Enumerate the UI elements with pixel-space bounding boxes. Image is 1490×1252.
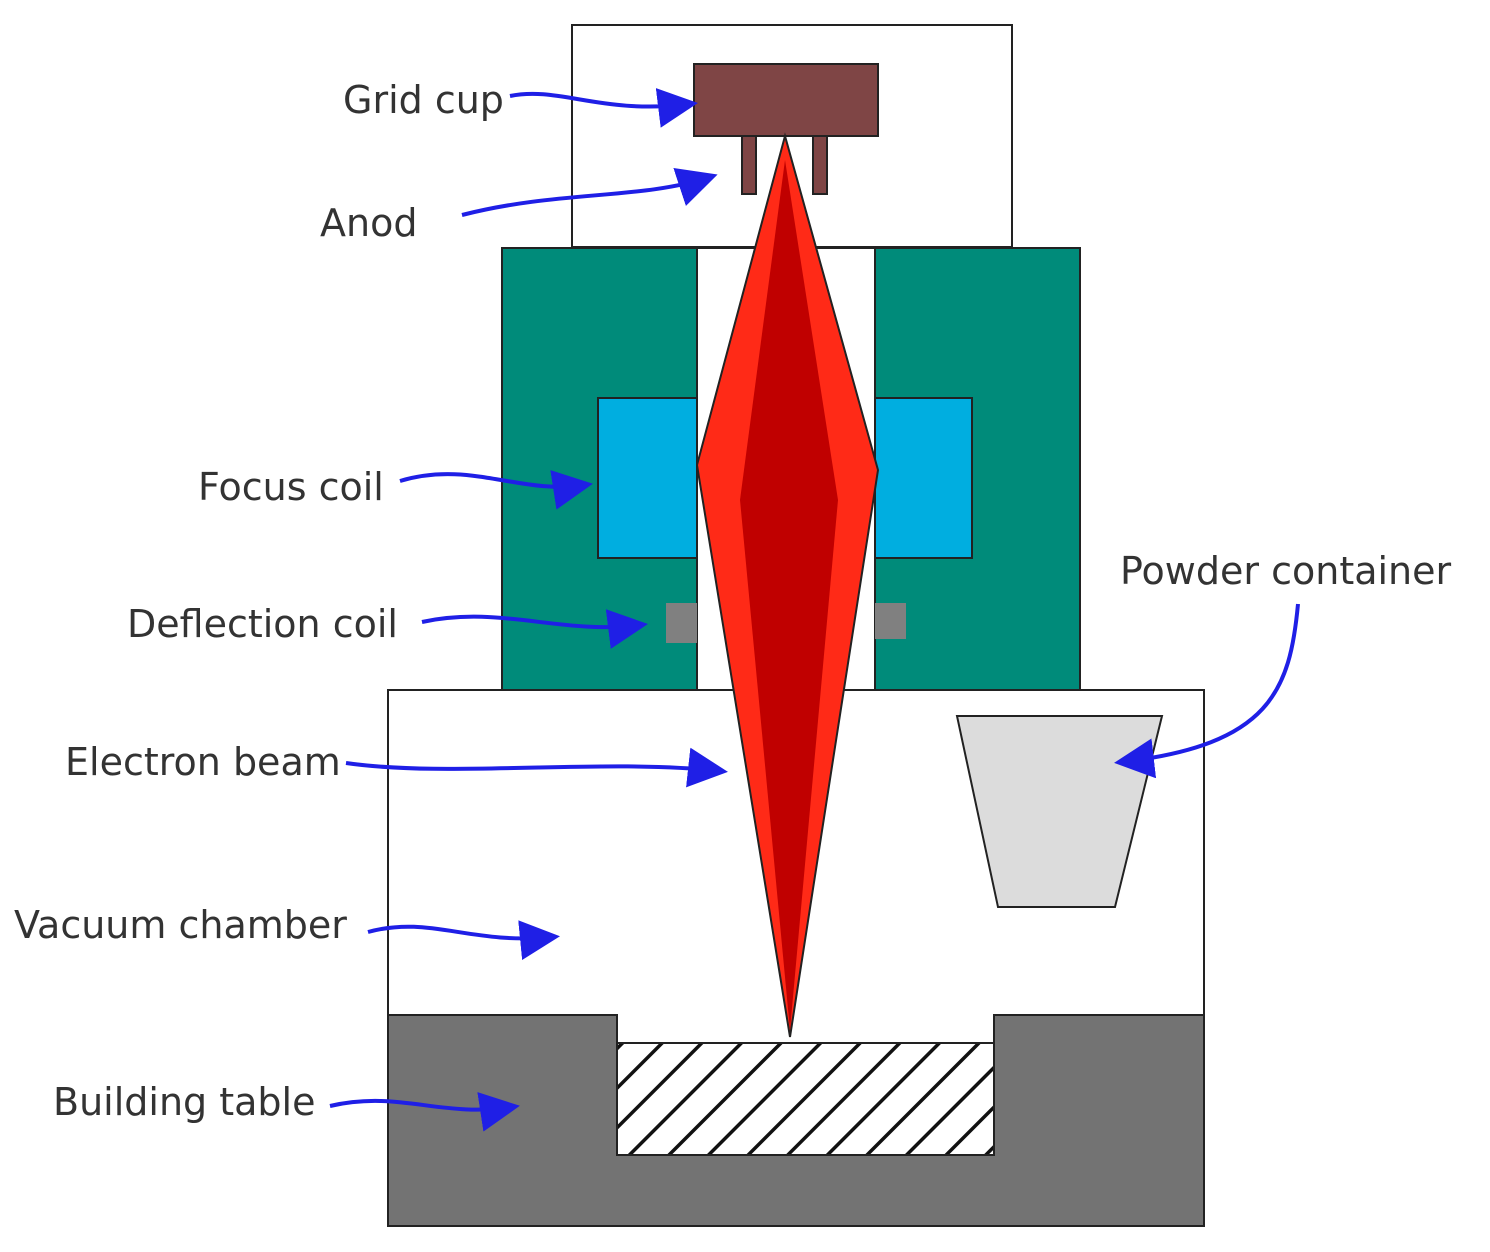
label-anode: Anod xyxy=(320,201,417,245)
grid-cup xyxy=(693,63,879,137)
focus-coil-left xyxy=(597,397,698,559)
label-focus-coil: Focus coil xyxy=(198,465,384,509)
anode-right xyxy=(812,135,828,195)
label-deflection-coil: Deflection coil xyxy=(127,602,398,646)
arrow-anode xyxy=(461,167,718,217)
arrow-vacuum-chamber xyxy=(367,920,560,961)
arrow-electron-beam xyxy=(345,747,728,788)
build-part xyxy=(616,1042,995,1156)
arrow-powder-container xyxy=(1114,603,1300,779)
powder-container xyxy=(955,715,1164,908)
label-building-table: Building table xyxy=(53,1080,315,1124)
arrow-deflection-coil xyxy=(421,609,648,649)
deflection-coil-right xyxy=(875,603,906,639)
arrow-focus-coil xyxy=(399,470,593,510)
label-grid-cup: Grid cup xyxy=(343,78,504,122)
label-powder-container: Powder container xyxy=(1120,549,1452,593)
anode-left xyxy=(741,135,757,195)
arrow-grid-cup xyxy=(509,88,698,128)
label-vacuum-chamber: Vacuum chamber xyxy=(14,903,347,947)
focus-coil-right xyxy=(874,397,973,559)
deflection-coil-left xyxy=(666,603,697,643)
electron-beam-inner xyxy=(740,160,838,1030)
arrow-building-table xyxy=(329,1092,520,1132)
label-electron-beam: Electron beam xyxy=(65,740,341,784)
